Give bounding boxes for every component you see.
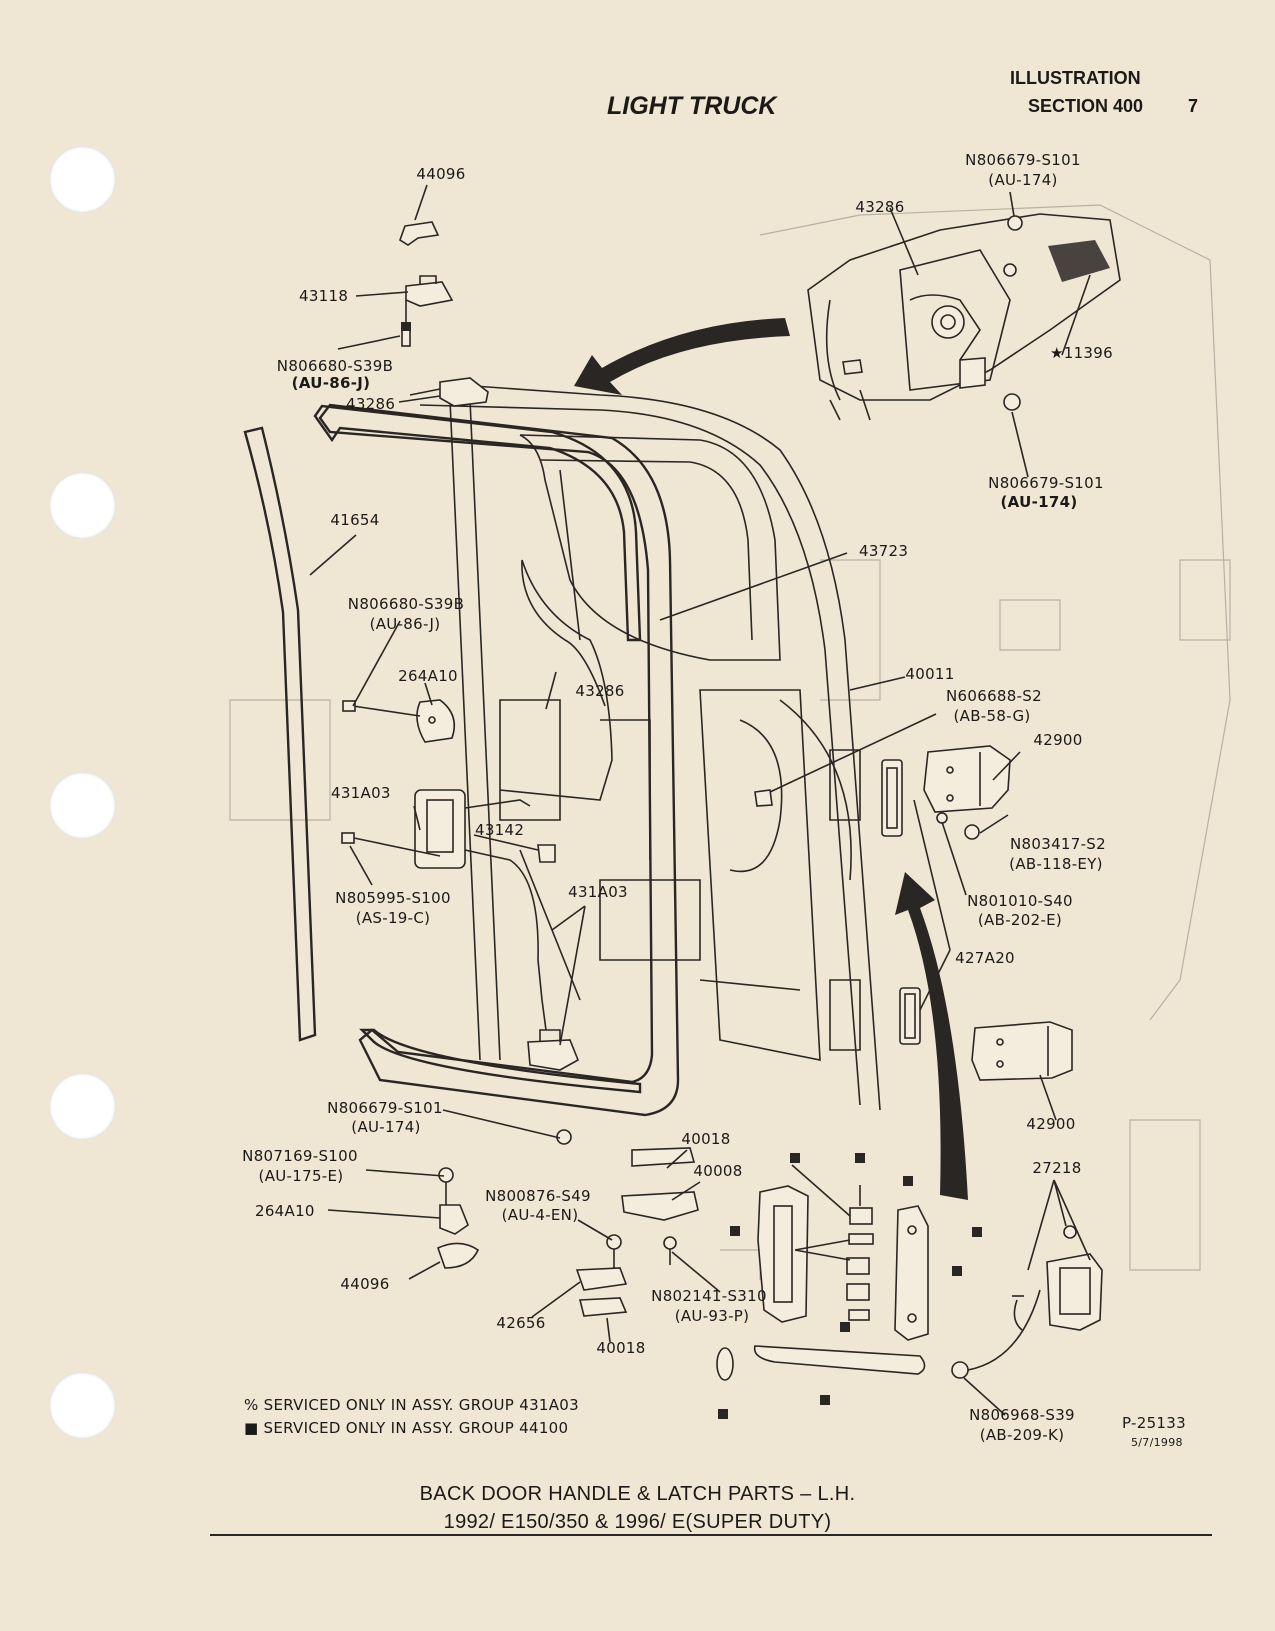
note-serviced-44100: ■ SERVICED ONLY IN ASSY. GROUP 44100 <box>244 1419 569 1437</box>
label-43142: 43142 <box>475 821 525 839</box>
label-n803417-code: (AB-118-EY) <box>1009 855 1103 873</box>
label-n807169-code: (AU-175-E) <box>258 1167 344 1185</box>
label-427a20: 427A20 <box>955 949 1015 967</box>
arrow-to-door-top <box>574 318 790 395</box>
label-n806680-a-code: (AU-86-J) <box>291 374 371 392</box>
label-40018-top: 40018 <box>681 1130 731 1148</box>
arrow-to-striker <box>895 872 968 1200</box>
label-44096-bottom: 44096 <box>340 1275 390 1293</box>
label-n806679-right-code: (AU-174) <box>1000 493 1078 511</box>
striker-blocks <box>556 1129 699 1317</box>
figure-number: P-25133 <box>1122 1414 1186 1432</box>
label-n805995-code: (AS-19-C) <box>355 909 431 927</box>
label-n803417: N803417-S2 <box>1010 835 1106 853</box>
leader-lines <box>309 184 1091 1416</box>
label-264a10-bottom: 264A10 <box>255 1202 315 1220</box>
label-n806968: N806968-S39 <box>969 1406 1075 1424</box>
inset-detail-latch <box>807 213 1121 421</box>
label-n806679-top: N806679-S101 <box>965 151 1081 169</box>
label-n801010-code: (AB-202-E) <box>977 911 1063 929</box>
label-42900-bottom: 42900 <box>1026 1115 1076 1133</box>
label-n801010: N801010-S40 <box>967 892 1073 910</box>
label-n806679-right: N806679-S101 <box>988 474 1104 492</box>
section-label: SECTION 400 <box>1028 96 1144 116</box>
lower-handle-parts <box>437 1167 480 1269</box>
label-44096-top: 44096 <box>416 165 466 183</box>
label-n802141: N802141-S310 <box>651 1287 767 1305</box>
hinge-top-43118 <box>399 221 454 347</box>
label-n806680-a: N806680-S39B <box>276 357 394 375</box>
note-serviced-431a03: % SERVICED ONLY IN ASSY. GROUP 431A03 <box>244 1396 579 1414</box>
bolt-n805995 <box>341 832 441 857</box>
label-n806679-bottom-code: (AU-174) <box>351 1118 421 1136</box>
label-n806679-top-code: (AU-174) <box>988 171 1058 189</box>
label-431a03-mid: 431A03 <box>568 883 628 901</box>
label-n806968-code: (AB-209-K) <box>979 1426 1065 1444</box>
label-n805995: N805995-S100 <box>335 889 451 907</box>
label-11396: ★11396 <box>1050 344 1113 362</box>
label-43286-mid: 43286 <box>575 682 625 700</box>
label-43118: 43118 <box>299 287 349 305</box>
hinge-42900-upper <box>754 745 1011 840</box>
label-40011: 40011 <box>905 665 955 683</box>
figure-date: 5/7/1998 <box>1131 1436 1183 1449</box>
lower-seal-channel <box>359 1028 642 1094</box>
clip-43142 <box>537 844 556 863</box>
label-n806680-b-code: (AU-86-J) <box>369 615 441 633</box>
binder-hole <box>49 146 116 213</box>
label-n606688: N606688-S2 <box>946 687 1042 705</box>
label-n802141-code: (AU-93-P) <box>674 1307 750 1325</box>
binder-hole <box>49 472 116 539</box>
striker-27218 <box>1012 1225 1103 1331</box>
label-n800876: N800876-S49 <box>485 1187 591 1205</box>
label-41654: 41654 <box>330 511 380 529</box>
bezel-264a10 <box>342 699 456 743</box>
label-n806680-b: N806680-S39B <box>347 595 465 613</box>
label-n806679-bottom: N806679-S101 <box>327 1099 443 1117</box>
label-43286-top: 43286 <box>346 395 396 413</box>
binder-hole <box>49 772 116 839</box>
caption-line-1: BACK DOOR HANDLE & LATCH PARTS – L.H. <box>419 1483 856 1505</box>
caption-line-2: 1992/ E150/350 & 1996/ E(SUPER DUTY) <box>443 1511 832 1533</box>
label-264a10-top: 264A10 <box>398 667 458 685</box>
latch-rod-43286 <box>499 559 613 801</box>
door-seal-top-43286 <box>313 404 642 642</box>
label-42900-top: 42900 <box>1033 731 1083 749</box>
binder-hole <box>49 1073 116 1140</box>
label-43723: 43723 <box>859 542 909 560</box>
label-40008: 40008 <box>693 1162 743 1180</box>
label-n800876-code: (AU-4-EN) <box>501 1206 579 1224</box>
inside-handle-431a03 <box>414 789 547 1031</box>
weatherstrip-41654 <box>243 426 317 1042</box>
label-40018-bottom: 40018 <box>596 1339 646 1357</box>
label-43286-inset: 43286 <box>855 198 905 216</box>
door-top-bracket <box>439 377 489 407</box>
latch-431a03 <box>527 1029 580 1071</box>
door-panel <box>318 384 881 1117</box>
label-431a03-left: 431A03 <box>331 784 391 802</box>
binder-hole <box>49 1372 116 1439</box>
label-n606688-code: (AB-58-G) <box>953 707 1031 725</box>
label-n807169: N807169-S100 <box>242 1147 358 1165</box>
hinge-42900-lower <box>899 987 1073 1081</box>
illustration-label: ILLUSTRATION <box>1010 68 1141 88</box>
label-42656: 42656 <box>496 1314 546 1332</box>
page-number: 7 <box>1188 96 1199 116</box>
latch-assembly-44100 <box>716 1185 1041 1381</box>
label-27218: 27218 <box>1032 1159 1082 1177</box>
serviced-assy-markers <box>718 1153 982 1419</box>
page-title: LIGHT TRUCK <box>607 92 777 120</box>
